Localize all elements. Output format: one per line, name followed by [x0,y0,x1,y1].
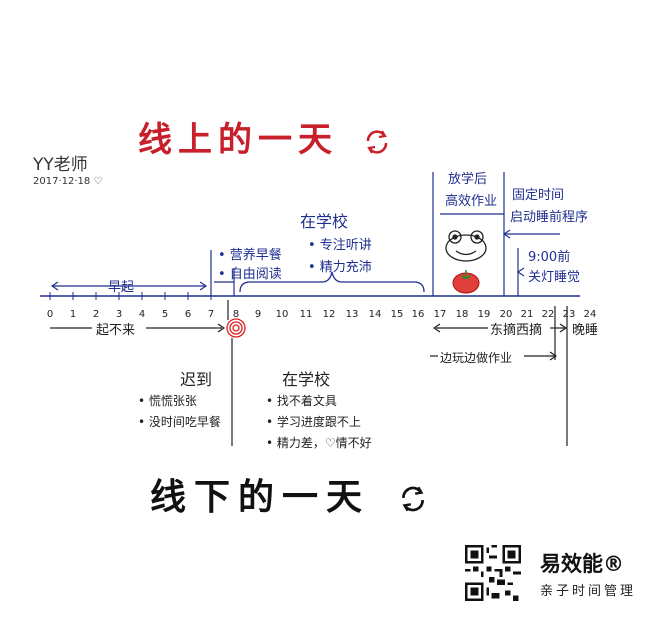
late-item: • 慌慌张张 [138,394,197,408]
hour-label: 19 [477,309,491,320]
hour-label: 13 [345,309,359,320]
hour-label: 7 [207,309,215,320]
late-marker [226,318,246,338]
hour-label: 11 [299,309,313,320]
hour-label: 16 [411,309,425,320]
offline-school-title: 在学校 [282,370,331,389]
hour-label: 23 [562,309,576,320]
after-school-label: 放学后 [448,172,488,187]
online-school-item: • 精力充沛 [308,260,372,275]
brand-subtitle: 亲子时间管理 [540,584,637,599]
hour-label: 5 [161,309,169,320]
fixed-time-label: 启动睡前程序 [510,210,589,225]
title-offline-day: 线下的一天 [150,468,429,520]
author-name: YY老师 [33,155,88,175]
morning-item: • 营养早餐 [218,248,282,263]
cant-get-up-label: 起不来 [96,323,136,338]
school-brace [239,271,425,293]
hour-label: 0 [46,309,54,320]
hour-label: 24 [583,309,597,320]
online-school-title: 在学校 [300,212,349,231]
offline-school-item: • 找不着文具 [266,394,337,408]
hour-label: 9 [254,309,262,320]
play-homework-label: 边玩边做作业 [440,351,513,365]
heart-icon: ♡ [93,176,103,187]
morning-item: • 自由阅读 [218,267,282,282]
hour-label: 17 [433,309,447,320]
hour-label: 21 [520,309,534,320]
fixed-time-label: 固定时间 [512,188,565,203]
hour-label: 8 [232,309,240,320]
hour-label: 20 [499,309,513,320]
date-label: 2017·12·18 ♡ [33,176,103,187]
after-school-label: 高效作业 [445,194,498,209]
late-item: • 没时间吃早餐 [138,415,221,429]
tomato-icon [452,270,480,294]
hour-label: 12 [322,309,336,320]
hour-label: 2 [92,309,100,320]
hour-label: 10 [275,309,289,320]
brand-name: 易效能® [540,552,624,576]
late-title: 迟到 [180,370,213,389]
lights-out-label: 9:00前 [528,250,571,265]
cycle-icon [401,486,424,512]
lights-out-label: 关灯睡觉 [528,270,581,285]
title-online-day: 线上的一天 [138,112,392,161]
hour-label: 15 [390,309,404,320]
hour-label: 4 [138,309,146,320]
hour-label: 6 [184,309,192,320]
brand-logo: 易效能® 亲子时间管理 [540,548,636,599]
dawdle-label: 东摘西摘 [490,323,543,338]
late-sleep-label: 晚睡 [572,323,599,338]
offline-school-item: • 精力差，♡情不好 [266,436,372,450]
online-school-item: • 专注听讲 [308,238,372,253]
early-rise-label: 早起 [108,280,135,295]
offline-school-item: • 学习进度跟不上 [266,415,361,429]
qr-code[interactable] [465,545,521,601]
hour-label: 14 [368,309,382,320]
hour-label: 18 [455,309,469,320]
hour-label: 3 [115,309,123,320]
cycle-icon [366,129,388,154]
frog-icon [445,230,487,262]
hour-label: 22 [541,309,555,320]
hour-label: 1 [69,309,77,320]
